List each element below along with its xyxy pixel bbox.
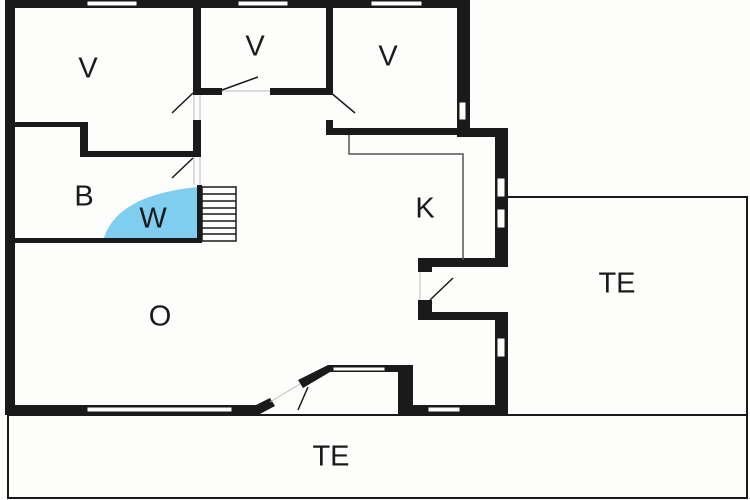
room-label-te-right: TE — [598, 268, 635, 300]
room-label-v2: V — [245, 31, 265, 63]
terraces — [7, 196, 748, 499]
door-swing — [171, 157, 194, 179]
stairs — [201, 186, 237, 242]
room-label-w: W — [139, 203, 167, 235]
kitchen-counter — [348, 135, 464, 260]
room-label-b: B — [74, 181, 93, 213]
room-label-k: K — [415, 193, 435, 225]
fixtures — [171, 76, 464, 411]
door-swing — [221, 76, 259, 91]
windows — [86, 0, 506, 413]
terrace-bottom-outline — [7, 414, 748, 499]
room-label-v1: V — [78, 53, 98, 85]
room-label-te-bottom: TE — [312, 441, 349, 473]
room-label-v3: V — [378, 41, 398, 73]
door-swing — [171, 92, 194, 114]
room-label-o: O — [149, 301, 172, 333]
door-swing — [329, 91, 356, 114]
door-swing — [297, 386, 309, 411]
terrace-right-outline — [508, 196, 748, 499]
wc-area — [103, 187, 198, 241]
door-swing — [429, 277, 454, 301]
